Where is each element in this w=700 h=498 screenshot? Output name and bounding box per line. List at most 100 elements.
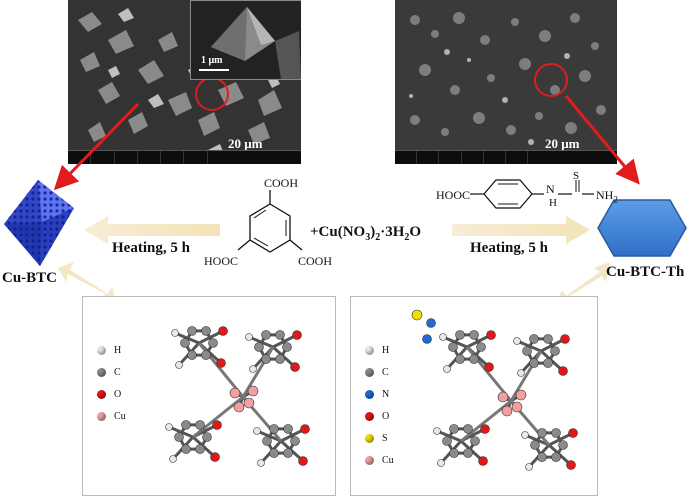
btc-structure [237, 190, 303, 253]
cu-btc-th-hexagon-icon [597, 199, 687, 257]
atom [550, 346, 560, 356]
cu-btc-th-legend-dot-s [365, 434, 374, 443]
atom [439, 333, 447, 341]
atom [283, 448, 293, 458]
atom [180, 338, 190, 348]
double-arrow-right [556, 262, 610, 306]
cu-btc-th-legend-dot-cu [365, 456, 374, 465]
atom [543, 358, 553, 368]
atom [455, 354, 465, 364]
atom [537, 428, 547, 438]
atom [497, 391, 509, 403]
atom [247, 385, 259, 397]
atom [558, 366, 568, 376]
atom [422, 334, 432, 344]
atom [529, 358, 539, 368]
thiourea-n-label: N [546, 182, 555, 196]
btc-cooh-top: COOH [264, 176, 299, 190]
sem-left-scale-label: 20 μm [228, 136, 263, 151]
thiourea-benzoic-structure [470, 179, 594, 209]
atom [257, 459, 265, 467]
inset-scale-bar [199, 69, 229, 71]
atom [566, 460, 576, 470]
atom [437, 459, 445, 467]
cu-btc-th-legend-label-h: H [382, 345, 390, 356]
atom [262, 436, 272, 446]
red-arrow-left [53, 102, 140, 191]
atom [449, 424, 459, 434]
atom [568, 428, 578, 438]
atom [210, 452, 220, 462]
heating-arrow-right [452, 216, 590, 244]
sem-left-info-bar [68, 150, 301, 164]
atom [455, 330, 465, 340]
cu-btc-th-legend-dot-c [365, 368, 374, 377]
cu-btc-legend-label-o: O [114, 389, 122, 400]
btc-hooc-left: HOOC [204, 254, 239, 268]
atom [290, 436, 300, 446]
sem-image-cu-btc-th: 20 μm [395, 0, 617, 164]
cu-btc-legend-o: O [97, 389, 121, 400]
heating-label-right: Heating, 5 h [470, 240, 548, 256]
sem-right-scale-label: 20 μm [545, 136, 580, 151]
atom [249, 365, 257, 373]
btc-cooh-right: COOH [298, 254, 333, 268]
atom [522, 346, 532, 356]
atom [292, 330, 302, 340]
cu-btc-legend-dot-c [97, 368, 106, 377]
cu-btc-th-legend-h: H [365, 345, 389, 356]
cu-btc-legend-dot-o [97, 390, 106, 399]
cu-btc-ball-stick-model [165, 326, 310, 467]
cu-btc-legend-dot-cu [97, 412, 106, 421]
atom [169, 455, 177, 463]
copper-salt-label: +Cu(NO3)2·3H2O [310, 224, 421, 243]
cu-btc-th-legend-o: O [365, 411, 389, 422]
atom [181, 444, 191, 454]
cu-btc-th-legend-dot-o [365, 412, 374, 421]
copper-salt-text: +Cu(NO3)2·3H2O [310, 224, 422, 243]
atom [543, 334, 553, 344]
cu-btc-th-legend-s: S [365, 433, 388, 444]
atom [298, 456, 308, 466]
atom [275, 354, 285, 364]
atom [212, 420, 222, 430]
cu-btc-th-legend-label-o: O [382, 411, 390, 422]
cu-btc-th-legend-label-cu: Cu [382, 455, 394, 466]
atom [525, 463, 533, 471]
atom [261, 330, 271, 340]
atom [300, 424, 310, 434]
cu-btc-th-legend-dot-n [365, 390, 374, 399]
double-arrow-left [58, 262, 116, 302]
atom [245, 333, 253, 341]
atom [470, 436, 480, 446]
atom [426, 318, 436, 328]
atom [511, 401, 523, 413]
cu-btc-legend-label-h: H [114, 345, 122, 356]
atom [195, 420, 205, 430]
atom [275, 330, 285, 340]
sem-image-cu-btc: 1 μm 20 μm [68, 0, 301, 164]
atom [233, 401, 245, 413]
sem-texture-right [395, 0, 617, 164]
atom [551, 452, 561, 462]
cu-btc-legend-dot-h [97, 346, 106, 355]
cu-btc-th-legend-label-s: S [382, 433, 388, 444]
cu-btc-th-ball-stick-model [411, 309, 578, 471]
atom [513, 337, 521, 345]
atom [448, 342, 458, 352]
atom [463, 448, 473, 458]
cu-btc-octahedron-icon [4, 180, 74, 266]
octahedron-crystal-image [191, 1, 301, 79]
atom [433, 427, 441, 435]
atom [501, 405, 513, 417]
atom [530, 440, 540, 450]
atom [290, 362, 300, 372]
atom [201, 350, 211, 360]
atom [515, 389, 527, 401]
heating-label-left: Heating, 5 h [112, 240, 190, 256]
cu-btc-legend-label-cu: Cu [114, 411, 126, 422]
cu-btc-legend-cu: Cu [97, 411, 126, 422]
atom [478, 456, 488, 466]
atom [443, 365, 451, 373]
